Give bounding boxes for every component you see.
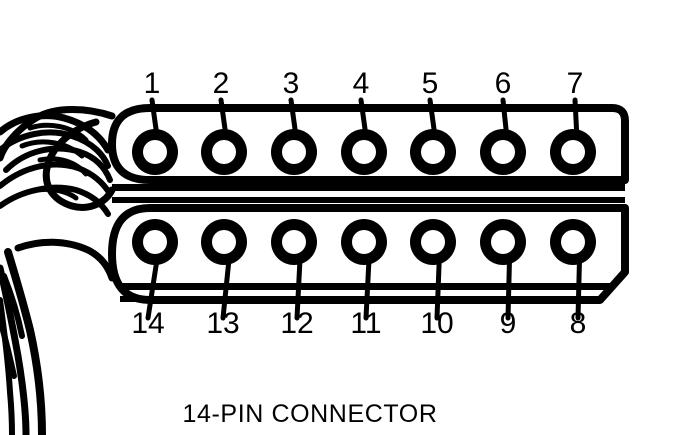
pin-number-10: 10 bbox=[420, 307, 453, 340]
pin-inner-rim bbox=[415, 224, 451, 260]
pin-bore bbox=[421, 230, 445, 254]
pin-bore bbox=[282, 230, 306, 254]
pin-inner-rim bbox=[276, 134, 312, 170]
pin-hole bbox=[410, 219, 456, 265]
pin-inner-rim bbox=[555, 224, 591, 260]
pin-bore bbox=[421, 140, 445, 164]
pin-hole bbox=[550, 219, 596, 265]
pin-bore bbox=[352, 230, 376, 254]
pin-inner-rim bbox=[485, 134, 521, 170]
pin-hole bbox=[341, 129, 387, 175]
pin-number-13: 13 bbox=[206, 307, 239, 340]
pin-hole bbox=[341, 219, 387, 265]
pin-number-9: 9 bbox=[500, 307, 517, 340]
pin-number-5: 5 bbox=[422, 67, 439, 100]
pin-number-12: 12 bbox=[280, 307, 313, 340]
pin-bore bbox=[212, 140, 236, 164]
pin-hole bbox=[201, 129, 247, 175]
pin-number-2: 2 bbox=[213, 67, 230, 100]
pin-inner-rim bbox=[137, 134, 173, 170]
pin-hole bbox=[550, 129, 596, 175]
pin-bore bbox=[491, 140, 515, 164]
pin-inner-rim bbox=[346, 224, 382, 260]
pin-holes-layer bbox=[132, 129, 596, 265]
pin-hole bbox=[480, 129, 526, 175]
pin-inner-rim bbox=[415, 134, 451, 170]
pin-inner-rim bbox=[206, 224, 242, 260]
pin-number-8: 8 bbox=[570, 307, 587, 340]
pin-hole bbox=[132, 219, 178, 265]
pin-hole bbox=[201, 219, 247, 265]
pin-number-1: 1 bbox=[144, 67, 161, 100]
pin-bore bbox=[143, 230, 167, 254]
pin-hole bbox=[132, 129, 178, 175]
pin-number-11: 11 bbox=[350, 307, 381, 340]
upper-connector-body bbox=[108, 104, 629, 203]
figure-caption: 14-PIN CONNECTOR bbox=[182, 400, 437, 428]
pin-inner-rim bbox=[276, 224, 312, 260]
pin-number-14: 14 bbox=[131, 307, 164, 340]
pin-hole bbox=[271, 219, 317, 265]
pin-bore bbox=[212, 230, 236, 254]
pin-bore bbox=[561, 140, 585, 164]
pin-bore bbox=[561, 230, 585, 254]
pin-hole bbox=[271, 129, 317, 175]
pin-inner-rim bbox=[485, 224, 521, 260]
pin-number-7: 7 bbox=[567, 67, 584, 100]
pin-bore bbox=[352, 140, 376, 164]
pin-bore bbox=[282, 140, 306, 164]
pin-inner-rim bbox=[346, 134, 382, 170]
pin-hole bbox=[480, 219, 526, 265]
pin-number-6: 6 bbox=[495, 67, 512, 100]
pin-inner-rim bbox=[555, 134, 591, 170]
wire-bundle bbox=[0, 106, 116, 435]
pin-number-4: 4 bbox=[353, 67, 370, 100]
pin-hole bbox=[410, 129, 456, 175]
pin-inner-rim bbox=[137, 224, 173, 260]
pin-inner-rim bbox=[206, 134, 242, 170]
pin-bore bbox=[143, 140, 167, 164]
pin-bore bbox=[491, 230, 515, 254]
pin-number-3: 3 bbox=[283, 67, 300, 100]
